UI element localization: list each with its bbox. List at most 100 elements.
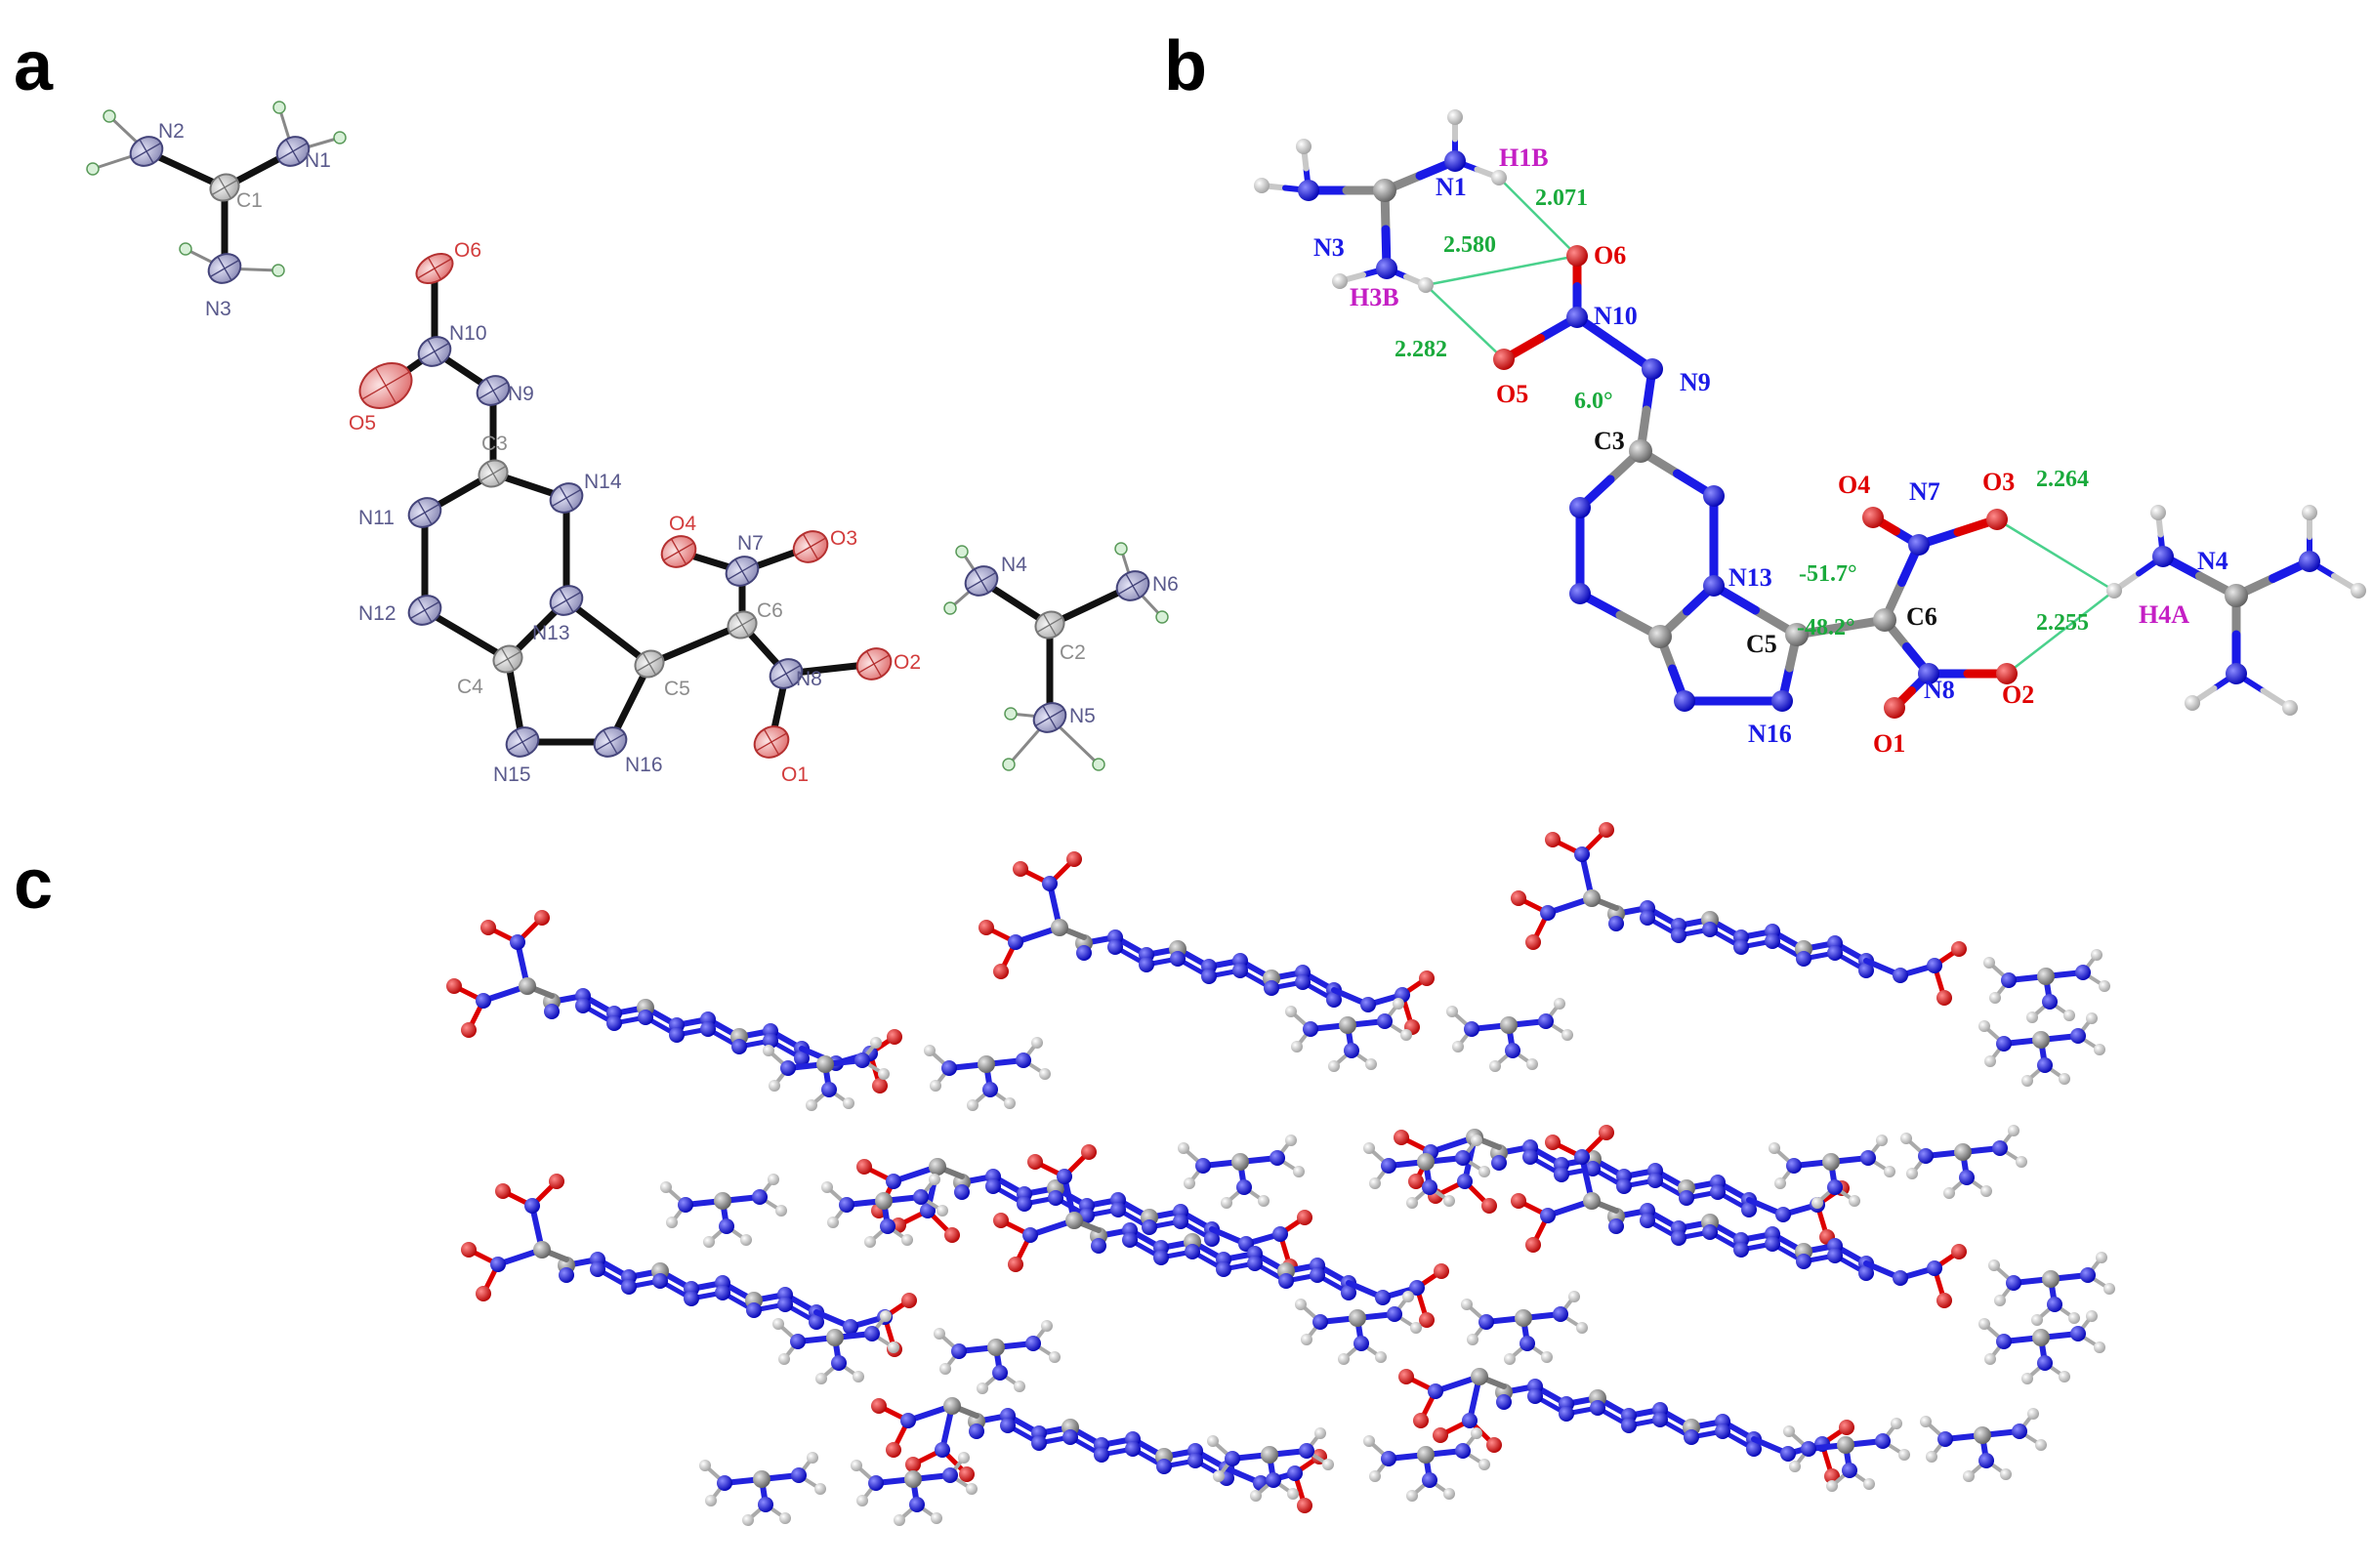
packing-atom (1014, 1381, 1025, 1392)
packing-atom (843, 1097, 854, 1109)
packing-atom (831, 1355, 847, 1371)
packing-atom (1452, 1041, 1464, 1052)
atom-label-N12: N12 (358, 602, 396, 625)
packing-atom (1599, 1125, 1614, 1140)
packing-atom (1500, 1016, 1518, 1034)
packing-atom (2031, 1314, 2043, 1326)
packing-atom (758, 1497, 773, 1512)
atom-ball-Cg1 (1373, 179, 1396, 202)
packing-atom (1783, 1425, 1795, 1437)
packing-atom (939, 1363, 951, 1375)
hydrogen-bond-H3B-O6 (1425, 254, 1578, 287)
packing-atom (2094, 1044, 2105, 1055)
atom-ball-N3 (1376, 258, 1397, 279)
packing-atom (1461, 1299, 1473, 1310)
packing-atom (1504, 1353, 1516, 1365)
packing-atom (1936, 990, 1952, 1006)
packing-atom (1978, 1020, 1990, 1032)
packing-atom (958, 1452, 970, 1464)
atom-ball-Hr1 (2302, 505, 2317, 520)
packing-atom (476, 1286, 491, 1301)
packing-atom (1446, 1006, 1458, 1017)
atom-N14 (549, 482, 584, 514)
packing-atom (1978, 1318, 1990, 1330)
atom-N9 (476, 375, 511, 406)
atom-label-N1: N1 (1436, 173, 1467, 201)
packing-atom (1522, 1149, 1538, 1165)
atom-ball-N4 (2152, 546, 2174, 567)
packing-atom (1520, 1336, 1535, 1351)
packing-atom (1428, 1383, 1443, 1399)
packing-atom (2075, 965, 2091, 980)
packing-atom (1893, 968, 1908, 983)
atom-N11 (407, 497, 442, 528)
ellipsoid-axis (515, 729, 530, 755)
packing-atom (700, 1021, 716, 1037)
packing-atom (992, 1365, 1008, 1381)
packing-atom (1525, 934, 1541, 950)
packing-atom (1478, 1314, 1494, 1330)
packing-atom (1608, 916, 1624, 931)
packing-atom (934, 1328, 945, 1340)
packing-atom (1042, 876, 1058, 891)
packing-atom (2096, 1252, 2107, 1263)
packing-atom (1250, 1490, 1262, 1502)
atom-ball-O3 (1986, 509, 2008, 530)
packing-atom (951, 1343, 967, 1359)
atom-O1 (753, 725, 790, 759)
atom-ball-O1 (1884, 697, 1905, 719)
atom-label-N2: N2 (158, 120, 185, 143)
packing-atom (705, 1495, 717, 1506)
packing-atom (684, 1291, 699, 1306)
hbond-distance-label: 2.264 (2036, 467, 2089, 492)
ellipsoid-axis (417, 500, 433, 525)
hydrogen-atom (103, 109, 116, 123)
packing-atom (924, 1045, 936, 1056)
packing-atom (669, 1027, 685, 1043)
packing-atom (931, 1512, 942, 1524)
packing-atom (1393, 998, 1404, 1010)
packing-atom (929, 1174, 940, 1185)
packing-atom (1039, 1068, 1051, 1080)
packing-atom (446, 978, 462, 994)
packing-atom (1959, 1170, 1975, 1185)
hbond-distance-label: 2.255 (2036, 610, 2089, 636)
packing-atom (1775, 1207, 1791, 1222)
packing-atom (2063, 1010, 2075, 1021)
packing-atom (1545, 832, 1561, 847)
packing-atom (1110, 1202, 1126, 1217)
packing-atom (1213, 1470, 1225, 1482)
packing-atom (2000, 1468, 2012, 1480)
packing-atom (1471, 1135, 1482, 1146)
packing-atom (1702, 922, 1718, 937)
packing-atom (1031, 1037, 1043, 1049)
packing-atom (1434, 1263, 1449, 1279)
packing-atom (1310, 1267, 1325, 1283)
packing-atom (875, 1192, 893, 1210)
packing-atom (1156, 1459, 1172, 1474)
ellipsoid-axis (500, 647, 516, 671)
atom-ball-C4 (1648, 625, 1672, 648)
hbond-distance-label: 2.282 (1395, 337, 1447, 362)
packing-atom (935, 1442, 950, 1458)
atom-ball-Ng1 (1298, 180, 1319, 201)
packing-atom (977, 1382, 988, 1394)
packing-atom (1291, 1041, 1303, 1052)
packing-atom (1195, 1158, 1211, 1174)
hydrogen-bond-O2-H4A (2006, 590, 2115, 675)
packing-atom (1184, 1177, 1195, 1189)
packing-atom (678, 1197, 693, 1213)
atom-label-H4A: H4A (2139, 600, 2189, 629)
packing-atom (853, 1371, 864, 1382)
atom-label-O4: O4 (669, 513, 696, 535)
packing-atom (1207, 1435, 1219, 1447)
packing-atom (2008, 1125, 2019, 1136)
atom-ball-Hb2 (2282, 700, 2298, 716)
packing-atom (1527, 1388, 1543, 1404)
packing-atom (575, 998, 591, 1013)
atom-label-O1: O1 (781, 763, 809, 786)
atom-label-N8: N8 (796, 668, 822, 690)
ellipsoid-axis (1125, 573, 1141, 598)
packing-atom (2047, 1297, 2062, 1312)
packing-atom (814, 1483, 826, 1495)
